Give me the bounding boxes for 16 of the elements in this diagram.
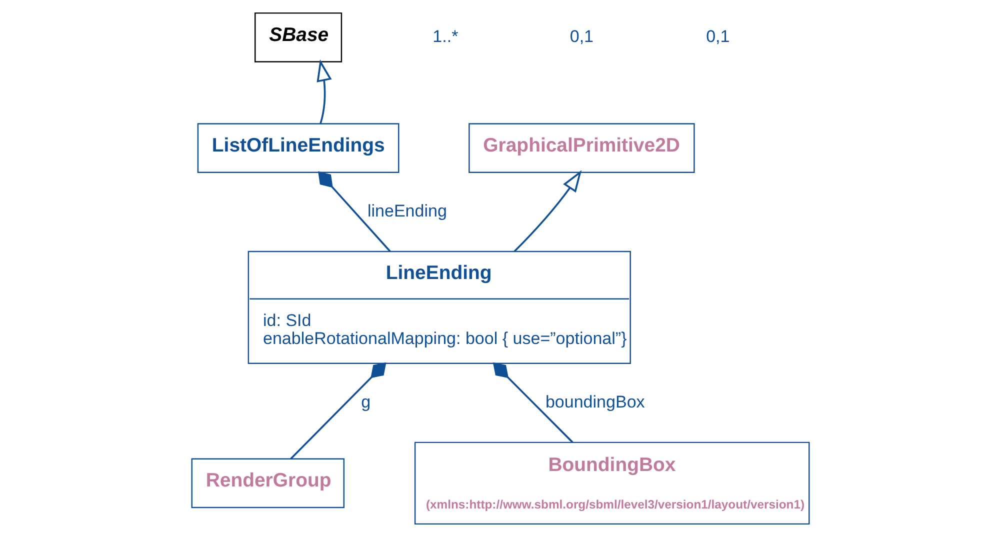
arrow xyxy=(513,170,582,252)
connector xyxy=(290,362,386,460)
node-box: BoundingBox (xmlns:http://www.sbml.org/sbml/level3/version1/layout/version1) xyxy=(414,442,810,525)
node-box: RenderGroup xyxy=(190,458,344,508)
edge-label: lineEnding xyxy=(366,201,446,220)
edge-label: boundingBox xyxy=(544,392,644,412)
label: 1..* xyxy=(432,26,458,46)
edge-label: g xyxy=(360,392,370,412)
label: 0,1 xyxy=(569,26,594,46)
connector xyxy=(492,362,573,443)
node-box: SBase xyxy=(254,12,342,62)
connector xyxy=(318,171,390,252)
node-box: GraphicalPrimitive2D xyxy=(468,123,694,174)
label: 0,1 xyxy=(706,26,730,46)
node-box: ListOfLineEndings xyxy=(196,123,399,174)
arrow xyxy=(316,59,332,124)
